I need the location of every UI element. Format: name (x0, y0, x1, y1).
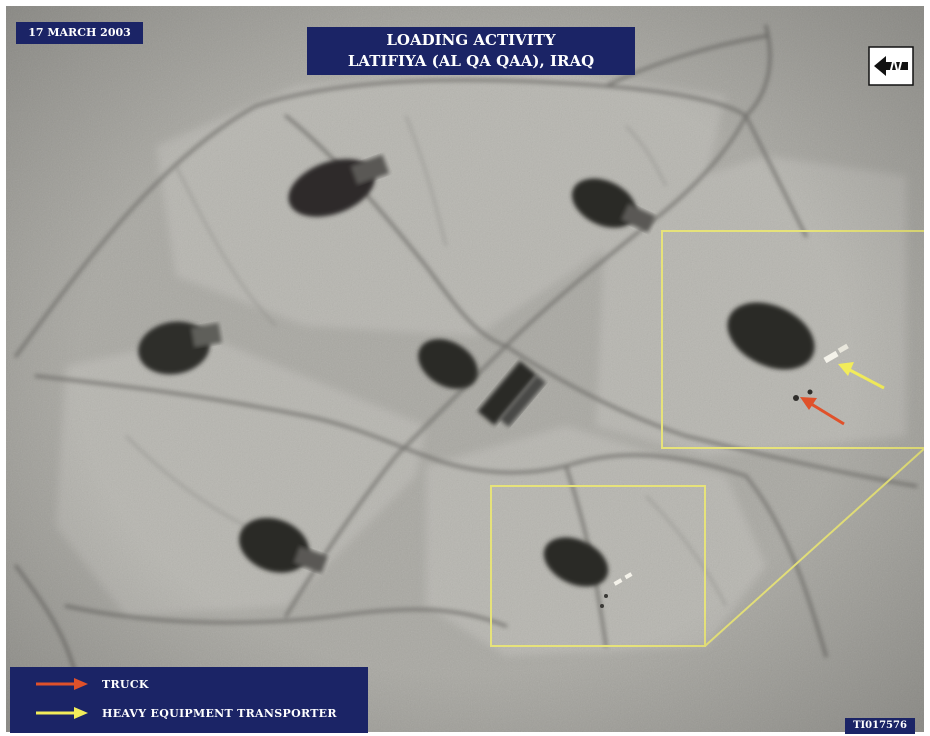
satellite-image (6, 6, 924, 732)
legend: TRUCK HEAVY EQUIPMENT TRANSPORTER (10, 667, 368, 733)
title-line-1: LOADING ACTIVITY (386, 31, 556, 49)
transporter-legend-arrow-icon (36, 707, 88, 719)
north-arrow-icon (868, 46, 914, 86)
title-line-2: LATIFIYA (AL QA QAA), IRAQ (347, 52, 595, 70)
title-box: LOADING ACTIVITY LATIFIYA (AL QA QAA), I… (307, 27, 635, 75)
legend-item-heavy-equipment-transporter: HEAVY EQUIPMENT TRANSPORTER (32, 701, 337, 725)
legend-label-heavy-equipment-transporter: HEAVY EQUIPMENT TRANSPORTER (102, 706, 337, 720)
legend-item-truck: TRUCK (32, 672, 149, 696)
truck-legend-arrow-icon (36, 678, 88, 690)
image-id-label: TI017576 (845, 718, 915, 734)
date-label: 17 MARCH 2003 (16, 22, 143, 44)
legend-label-truck: TRUCK (102, 677, 149, 691)
